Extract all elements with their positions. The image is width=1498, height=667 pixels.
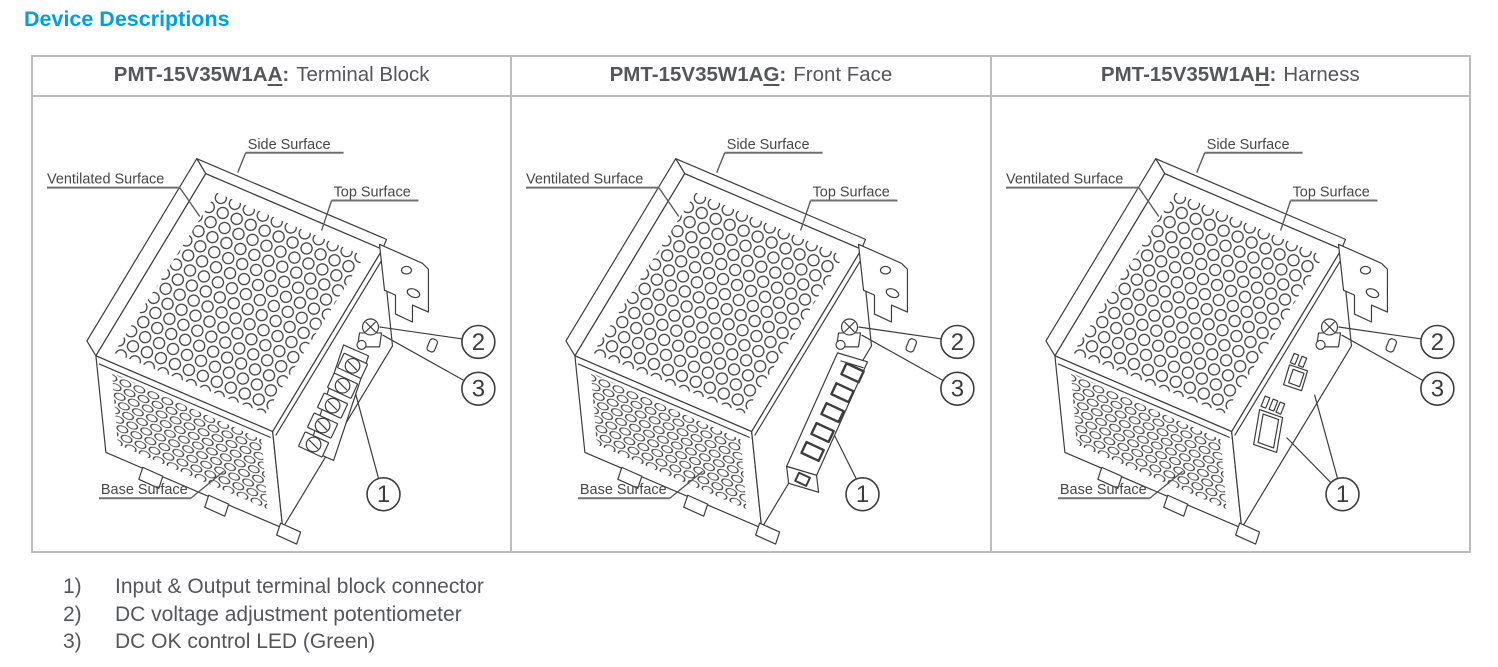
device-table: PMT-15V35W1AA:Terminal Block PMT-15V35W1…: [31, 55, 1471, 553]
diagram-cell-terminal-block: Side Surface Ventilated Surface Top Surf…: [33, 97, 513, 551]
legend-item-3: 3) DC OK control LED (Green): [63, 628, 484, 656]
diagram-front-face: Side Surface Ventilated Surface Top Surf…: [525, 137, 976, 546]
model-number: PMT-15V35W1A: [1100, 63, 1255, 86]
colon: :: [779, 63, 787, 86]
legend-text: DC OK control LED (Green): [115, 630, 376, 653]
callout-1-number: 1: [856, 481, 869, 508]
model-number: PMT-15V35W1A: [113, 63, 268, 86]
callout-1-number: 1: [377, 481, 390, 508]
callout-3-number: 3: [951, 376, 964, 403]
diagram-cell-harness: Side Surface Ventilated Surface Top Surf…: [992, 97, 1469, 551]
variant-letter: G: [763, 63, 780, 86]
label-ventilated-surface: Ventilated Surface: [526, 172, 643, 188]
colon: :: [1269, 63, 1277, 86]
label-side-surface: Side Surface: [248, 137, 331, 153]
legend-number: 1): [63, 575, 82, 598]
callout-2-number: 2: [472, 329, 485, 356]
diagram-cell-front-face: Side Surface Ventilated Surface Top Surf…: [512, 97, 992, 551]
label-base-surface: Base Surface: [1060, 482, 1147, 498]
device-table-body-row: Side Surface Ventilated Surface Top Surf…: [33, 97, 1469, 551]
model-number: PMT-15V35W1A: [609, 63, 764, 86]
callout-legend: 1) Input & Output terminal block connect…: [63, 573, 484, 656]
callout-3-number: 3: [472, 376, 485, 403]
callout-2-number: 2: [951, 329, 964, 356]
callout-1-number: 1: [1335, 481, 1348, 508]
callout-2-number: 2: [1430, 329, 1443, 356]
colon: :: [282, 63, 290, 86]
label-base-surface: Base Surface: [580, 482, 667, 498]
variant-letter: H: [1254, 63, 1270, 86]
legend-number: 3): [63, 630, 82, 653]
label-top-surface: Top Surface: [1292, 185, 1369, 201]
variant-type-label: Terminal Block: [296, 63, 430, 86]
page-title: Device Descriptions: [24, 7, 230, 31]
diagram-harness: Side Surface Ventilated Surface Top Surf…: [1004, 137, 1455, 546]
legend-text: DC voltage adjustment potentiometer: [115, 602, 462, 626]
label-side-surface: Side Surface: [727, 137, 810, 153]
variant-letter: A: [267, 63, 283, 86]
variant-type-label: Harness: [1283, 63, 1360, 86]
label-ventilated-surface: Ventilated Surface: [47, 172, 164, 188]
legend-number: 2): [63, 602, 82, 626]
column-header-terminal-block: PMT-15V35W1AA: Terminal Block: [33, 57, 513, 95]
label-side-surface: Side Surface: [1206, 137, 1289, 153]
diagram-terminal-block: Side Surface Ventilated Surface Top Surf…: [45, 137, 496, 546]
label-top-surface: Top Surface: [334, 185, 411, 201]
label-base-surface: Base Surface: [101, 482, 188, 498]
column-header-harness: PMT-15V35W1AH: Harness: [992, 57, 1469, 95]
label-ventilated-surface: Ventilated Surface: [1006, 172, 1123, 188]
callout-3-number: 3: [1430, 376, 1443, 403]
device-table-header-row: PMT-15V35W1AA:Terminal Block PMT-15V35W1…: [33, 57, 1469, 97]
legend-item-2: 2) DC voltage adjustment potentiometer: [63, 601, 484, 629]
legend-item-1: 1) Input & Output terminal block connect…: [63, 573, 484, 601]
variant-type-label: Front Face: [793, 63, 893, 86]
column-header-front-face: PMT-15V35W1AG: Front Face: [512, 57, 992, 95]
label-top-surface: Top Surface: [813, 185, 890, 201]
legend-text: Input & Output terminal block connector: [115, 575, 484, 598]
